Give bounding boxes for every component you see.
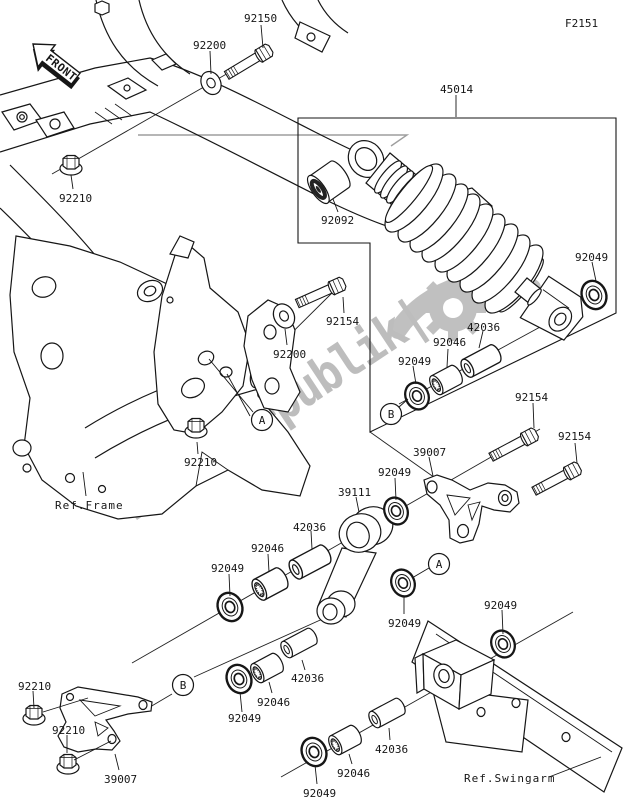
sleeve-42036-link [285, 542, 335, 582]
marker-b-2-letter: B [180, 679, 187, 692]
shock-absorber [347, 140, 584, 341]
sleeve-42036-row-a [277, 625, 321, 661]
callout-92049-seal-row-a[interactable]: 92049 [228, 712, 262, 725]
callout-45014-shock[interactable]: 45014 [440, 83, 474, 96]
bearing-92046-row-b [325, 722, 365, 758]
callout-92210-nut-upper[interactable]: 92210 [59, 192, 93, 205]
marker-b-2: B [171, 673, 195, 697]
callout-39007-bracket-upper[interactable]: 39007 [413, 446, 447, 459]
marker-a-1-letter: A [259, 414, 266, 427]
seal-92049-link-bottom [385, 564, 421, 602]
callout-42036-sleeve-row-a[interactable]: 42036 [291, 672, 325, 685]
callout-92046-bearing-link[interactable]: 92046 [251, 542, 285, 555]
bearing-92046-row-a [247, 650, 287, 686]
callout-42036-sleeve-row-b[interactable]: 42036 [375, 743, 409, 756]
callout-92049-seal-box[interactable]: 92049 [398, 355, 432, 368]
bearing-92046-box [426, 362, 466, 398]
callout-92210-nut-lower-2[interactable]: 92210 [52, 724, 86, 737]
nut-92210-mid [184, 417, 208, 439]
watermark-rule [138, 134, 410, 147]
callout-92154-bolt-rocker-2[interactable]: 92154 [558, 430, 592, 443]
callout-42036-sleeve-link[interactable]: 42036 [293, 521, 327, 534]
callout-92200-washer-mid[interactable]: 92200 [273, 348, 307, 361]
callout-92049-seal-link-left[interactable]: 92049 [211, 562, 245, 575]
callout-39111-link[interactable]: 39111 [338, 486, 372, 499]
callout-92049-seal-swingarm[interactable]: 92049 [484, 599, 518, 612]
callout-92154-bolt-shock[interactable]: 92154 [326, 315, 360, 328]
callout-92092-bushing[interactable]: 92092 [321, 214, 355, 227]
seal-92049-box [399, 377, 435, 415]
link-39111 [316, 506, 394, 625]
marker-a-1: A [250, 408, 274, 432]
swingarm-structure [411, 620, 623, 793]
callout-leader-lines [32, 24, 602, 785]
reference-frame-label: Ref.Frame [55, 499, 124, 512]
callout-39007-bracket-lower[interactable]: 39007 [104, 773, 138, 786]
callout-92049-seal-shock[interactable]: 92049 [575, 251, 609, 264]
nut-92210-lower-1 [22, 704, 46, 726]
nut-92210-upper [59, 154, 83, 176]
marker-a-2: A [427, 552, 451, 576]
bolt-92154-rocker-2 [530, 460, 584, 499]
nut-92210-lower-2 [56, 753, 80, 775]
bearing-92046-link [248, 564, 292, 604]
callout-92210-nut-lower-1[interactable]: 92210 [18, 680, 52, 693]
marker-b-1-letter: B [388, 408, 395, 421]
callout-92046-bearing-row-a[interactable]: 92046 [257, 696, 291, 709]
callout-92049-seal-link-bottom[interactable]: 92049 [388, 617, 422, 630]
bracket-39007-lower [57, 686, 153, 753]
callout-42036-sleeve-box[interactable]: 42036 [467, 321, 501, 334]
marker-b-1: B [379, 402, 403, 426]
reference-swingarm-label: Ref.Swingarm [464, 772, 556, 785]
bolt-92154-shock [293, 275, 348, 311]
shock-section-box [297, 117, 617, 433]
callout-92049-seal-row-b[interactable]: 92049 [303, 787, 337, 800]
assembly-markers: A A B B [171, 402, 451, 697]
callout-92200-washer-upper[interactable]: 92200 [193, 39, 227, 52]
callout-92049-seal-link-right[interactable]: 92049 [378, 466, 412, 479]
bolt-92154-rocker-1 [487, 426, 541, 465]
page-code: F2151 [565, 17, 599, 30]
callout-92150-bolt-upper[interactable]: 92150 [244, 12, 278, 25]
callout-92210-nut-mid[interactable]: 92210 [184, 456, 218, 469]
sleeve-42036-row-b [365, 695, 409, 731]
callout-92046-bearing-row-b[interactable]: 92046 [337, 767, 371, 780]
bolt-92150 [222, 42, 276, 83]
callout-92154-bolt-rocker-1[interactable]: 92154 [515, 391, 549, 404]
bushing-92092 [306, 160, 351, 205]
callout-92046-bearing-box[interactable]: 92046 [433, 336, 467, 349]
marker-a-2-letter: A [436, 558, 443, 571]
bracket-39007-upper [423, 474, 520, 544]
